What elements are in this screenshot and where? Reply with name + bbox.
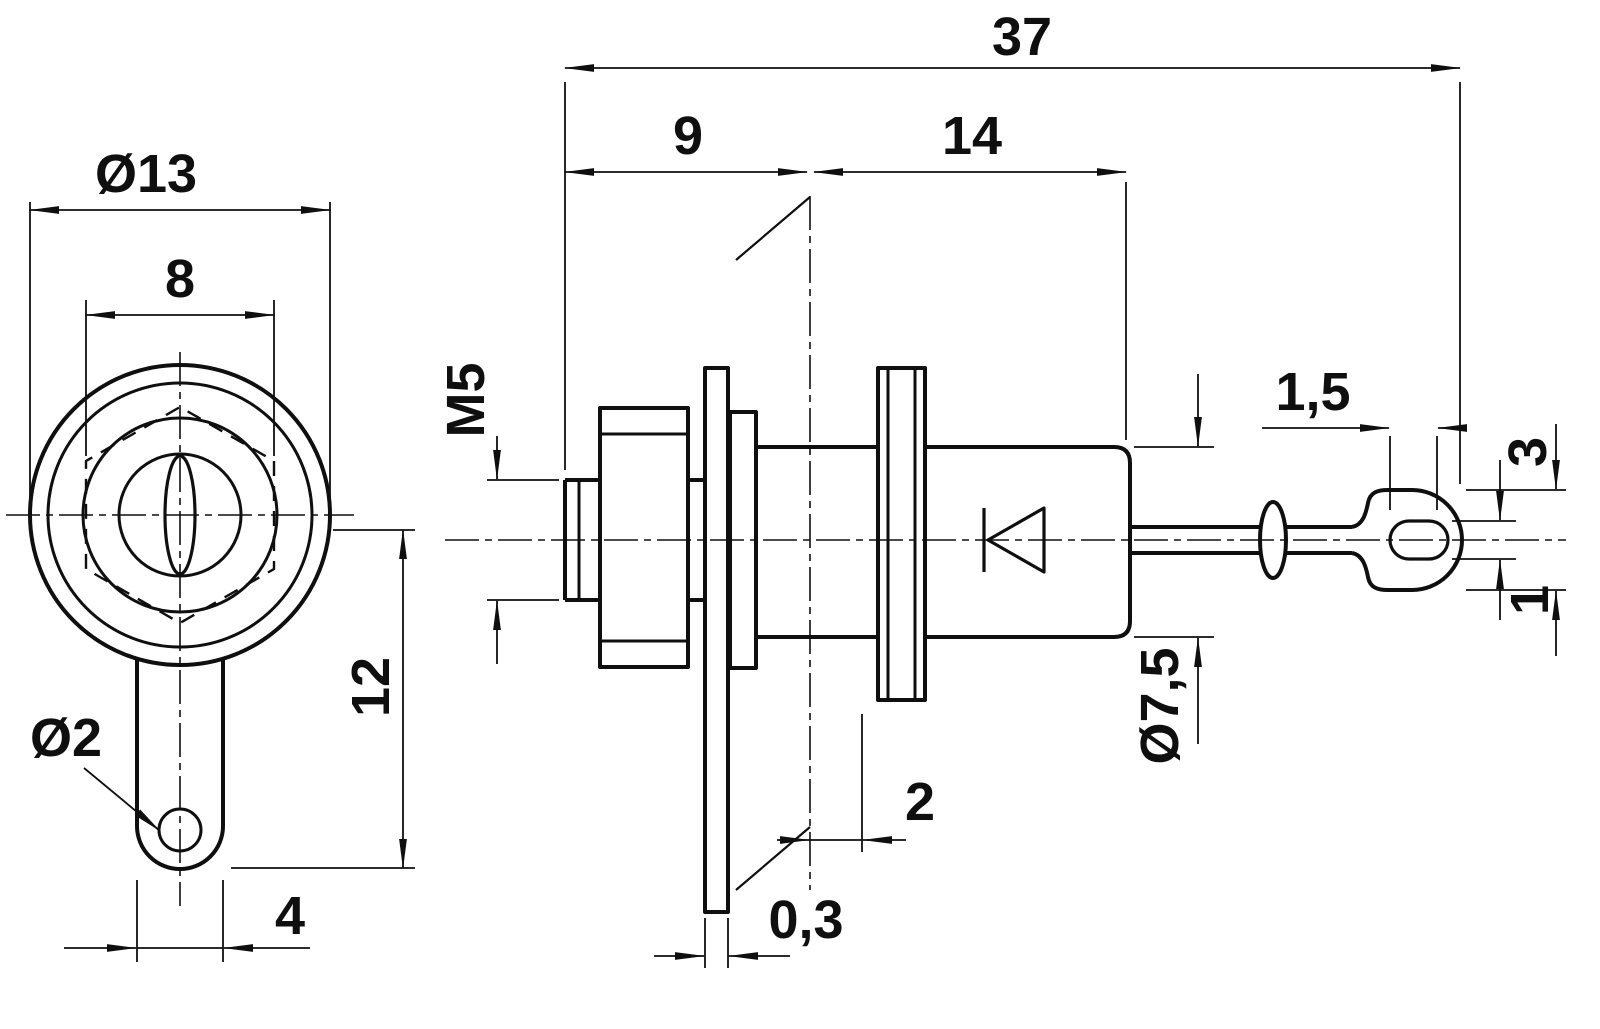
dim-slot-width: 1 [1500,585,1560,615]
side-view-part-outline [563,366,1464,914]
ring-terminal [1351,488,1464,592]
front-view-dimensions: Ø13 8 12 Ø2 4 [29,144,415,962]
threaded-stud [563,478,705,602]
hub-circle [117,452,243,578]
terminal-slot [1388,519,1450,561]
plane-mark-bottom [735,826,811,891]
dim-flange-gap: 2 [905,772,935,832]
outer-rim [28,363,332,667]
lug-plate [703,366,730,914]
dim-across-flats: 8 [165,249,195,309]
side-view-centerlines [445,196,1566,891]
face-circle [81,416,279,614]
solder-lug-tab [135,659,225,871]
dim-body-diameter: Ø7,5 [1130,647,1190,764]
front-view: Ø13 8 12 Ø2 4 [6,144,415,962]
dim-terminal-width: 3 [1498,437,1558,467]
body-flange [876,366,927,702]
dim-hole-diameter: Ø2 [30,708,102,768]
diode-body [925,445,1132,639]
side-view-dimensions: 37 9 14 M5 Ø7,5 1,5 [436,7,1566,968]
dim-bead-offset: 1,5 [1275,362,1350,422]
washer [728,410,758,670]
body-neck [756,445,878,639]
front-view-part-outline [28,363,332,871]
hidden-hex-flats [84,405,276,625]
dim-body-length: 14 [942,106,1002,166]
dim-lug-length: 12 [341,657,401,717]
dim-thread-size: M5 [436,362,496,437]
front-view-centerlines [6,352,354,906]
dim-lug-thickness: 0,3 [768,890,843,950]
solder-bead [1258,500,1288,580]
dim-lug-width: 4 [275,886,305,946]
hex-nut [598,406,690,669]
lead-wire [1130,525,1352,555]
inner-rim [46,381,314,649]
plane-mark-top [735,196,811,261]
dim-thread-length: 9 [673,106,703,166]
diode-symbol-icon [982,506,1046,574]
dim-outer-diameter: Ø13 [95,144,197,204]
side-view: 37 9 14 M5 Ø7,5 1,5 [436,7,1566,968]
dim-overall-length: 37 [992,7,1052,67]
screw-slot [163,454,197,576]
